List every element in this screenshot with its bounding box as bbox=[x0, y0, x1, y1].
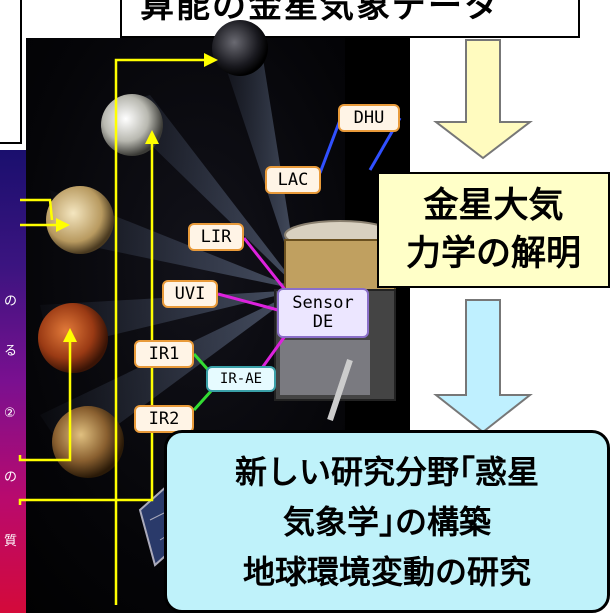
yellow-arrow-connectors bbox=[18, 58, 208, 605]
venus-dynamics-box: 金星大気 力学の解明 bbox=[377, 172, 610, 288]
down-arrow-lower bbox=[433, 299, 533, 434]
label-uvi: UVI bbox=[162, 280, 218, 308]
down-arrow-upper bbox=[433, 39, 533, 160]
label-ir1: IR1 bbox=[134, 340, 194, 368]
strip-glyph: の bbox=[4, 470, 18, 485]
label-sensor-de: Sensor DE bbox=[277, 288, 369, 338]
strip-glyph: ② bbox=[4, 406, 16, 421]
strip-glyph: る bbox=[4, 344, 18, 359]
research-box-line1: 新しい研究分野｢惑星 bbox=[234, 452, 539, 491]
venus-image-yellow bbox=[46, 186, 114, 254]
label-lir: LIR bbox=[188, 223, 244, 251]
label-ir-ae: IR-AE bbox=[206, 366, 276, 392]
label-ir2: IR2 bbox=[134, 405, 194, 433]
title-box: 算能の金星気象データ bbox=[120, 0, 580, 38]
label-lac: LAC bbox=[265, 166, 321, 194]
sensor-line2: DE bbox=[312, 312, 334, 332]
strip-glyph: の bbox=[4, 294, 18, 309]
left-wavelength-strip: の る ② の 質 bbox=[0, 150, 26, 613]
strip-glyph: 質 bbox=[4, 534, 18, 549]
venus-image-white bbox=[101, 94, 163, 156]
research-box: 新しい研究分野｢惑星 気象学｣の構築 地球環境変動の研究 bbox=[164, 430, 610, 613]
venus-image-brown bbox=[52, 406, 124, 478]
venus-box-line2: 力学の解明 bbox=[405, 234, 581, 274]
research-box-line2: 気象学｣の構築 bbox=[282, 502, 491, 541]
left-panel-box bbox=[0, 0, 22, 144]
yellow-arrow-heads bbox=[56, 53, 218, 342]
venus-box-line1: 金星大気 bbox=[423, 186, 564, 226]
venus-image-dark bbox=[212, 20, 268, 76]
label-dhu: DHU bbox=[338, 104, 400, 132]
page-title: 算能の金星気象データ bbox=[140, 0, 500, 26]
sensor-line1: Sensor bbox=[292, 293, 354, 313]
research-box-line3: 地球環境変動の研究 bbox=[242, 552, 531, 591]
